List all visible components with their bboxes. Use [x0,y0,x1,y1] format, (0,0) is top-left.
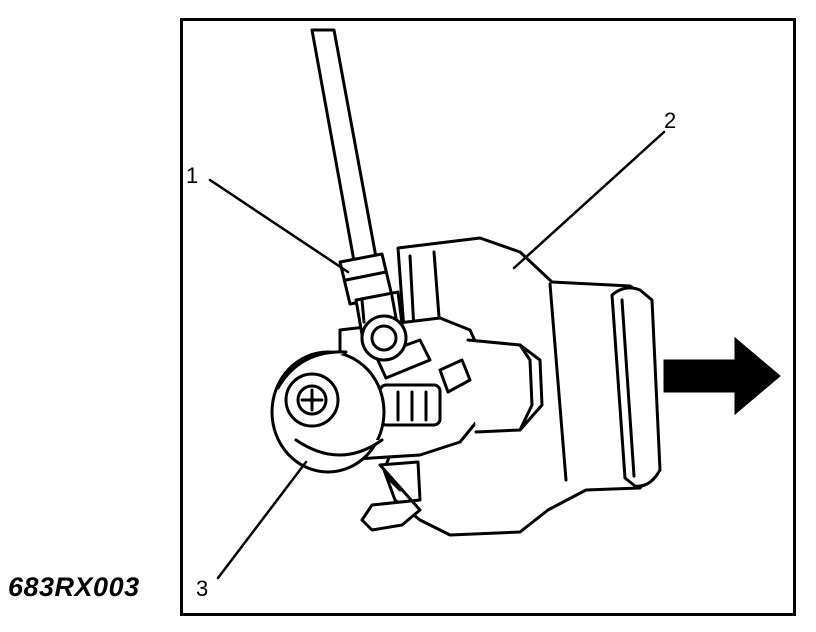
figure-frame [180,18,796,616]
leader-1 [208,178,350,274]
callout-2: 2 [664,108,677,133]
callout-1: 1 [186,163,199,188]
lock-collar [270,338,432,474]
direction-arrow [663,336,781,416]
leader-3 [216,460,308,580]
lower-tab [360,460,422,532]
figure-identifier: 683RX003 [8,572,140,602]
leader-2 [512,130,666,270]
callout-3: 3 [196,576,209,601]
cable-end-clip [338,252,408,362]
shift-cable [310,28,380,274]
